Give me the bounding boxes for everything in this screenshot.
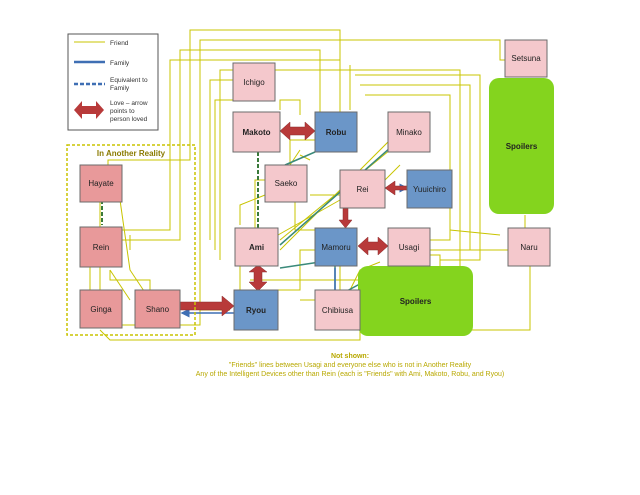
legend-equivalent-label-1: Equivalent to [110,77,148,84]
spoiler-box-top: Spoilers [489,78,554,214]
spoiler-box-bottom: Spoilers [358,266,473,336]
node-shano: Shano [134,289,181,329]
svg-text:Shano: Shano [146,305,170,314]
legend-equivalent-label-2: Family [110,85,130,92]
node-yuuichiro: Yuuichiro [406,169,453,209]
svg-text:Saeko: Saeko [275,179,298,188]
svg-text:Ichigo: Ichigo [243,78,265,87]
svg-text:Usagi: Usagi [399,243,420,252]
another-reality-region: In Another Reality [66,144,196,336]
footer-note: Not shown: "Friends" lines between Usagi… [120,352,580,379]
node-ami: Ami [234,227,279,267]
love-arrows [179,121,408,317]
legend-love-label-3: person loved [110,116,148,123]
legend-friend-label: Friend [110,40,129,47]
legend-love-label-1: Love – arrow [110,100,148,107]
svg-text:Mamoru: Mamoru [321,243,350,252]
node-setsuna: Setsuna [504,39,548,78]
svg-text:Chibiusa: Chibiusa [322,306,354,315]
legend-family-label: Family [110,60,130,67]
node-rei: Rei [339,169,386,209]
legend: Friend Family Equivalent to Family Love … [67,33,159,131]
node-ginga: Ginga [79,289,123,329]
love-arrow-makoto-robu [279,121,316,141]
node-robu: Robu [314,111,358,153]
node-ryou: Ryou [233,289,279,331]
svg-text:Minako: Minako [396,128,422,137]
footer-line-2: Any of the Intelligent Devices other tha… [195,371,505,378]
equivalent-lines [101,152,259,228]
love-arrow-shano-ryou [179,295,235,317]
svg-text:Setsuna: Setsuna [511,54,541,63]
node-saeko: Saeko [264,164,308,203]
node-rein: Rein [79,226,123,268]
svg-text:Hayate: Hayate [88,179,114,188]
legend-love-label-2: points to [110,108,135,115]
node-mamoru: Mamoru [314,227,358,267]
another-reality-border [66,144,196,336]
footer-line-1: "Friends" lines between Usagi and everyo… [228,362,472,369]
node-minako: Minako [387,111,431,153]
node-chibiusa: Chibiusa [314,289,361,331]
svg-text:Ami: Ami [249,243,264,252]
node-usagi: Usagi [387,227,431,267]
love-arrow-ami-ryou [248,264,268,292]
love-arrow-yuuichiro-rei [384,180,408,196]
svg-text:Makoto: Makoto [243,128,271,137]
footer-title: Not shown: [330,353,370,360]
svg-text:Yuuichiro: Yuuichiro [413,185,446,194]
another-reality-title: In Another Reality [97,149,166,158]
love-arrow-rei-mamoru [338,207,353,229]
node-makoto: Makoto [232,111,281,153]
node-hayate: Hayate [79,164,123,203]
spoiler-bottom-label: Spoilers [400,297,432,306]
love-arrow-mamoru-usagi [357,236,389,256]
svg-text:Robu: Robu [326,128,347,137]
legend-love-swatch [74,101,104,119]
svg-text:Naru: Naru [520,243,537,252]
node-naru: Naru [507,227,551,267]
spoiler-top-label: Spoilers [506,142,538,151]
svg-text:Ryou: Ryou [246,306,266,315]
node-ichigo: Ichigo [232,62,276,102]
svg-text:Rein: Rein [93,243,109,252]
svg-text:Ginga: Ginga [90,305,112,314]
svg-text:Rei: Rei [356,185,368,194]
